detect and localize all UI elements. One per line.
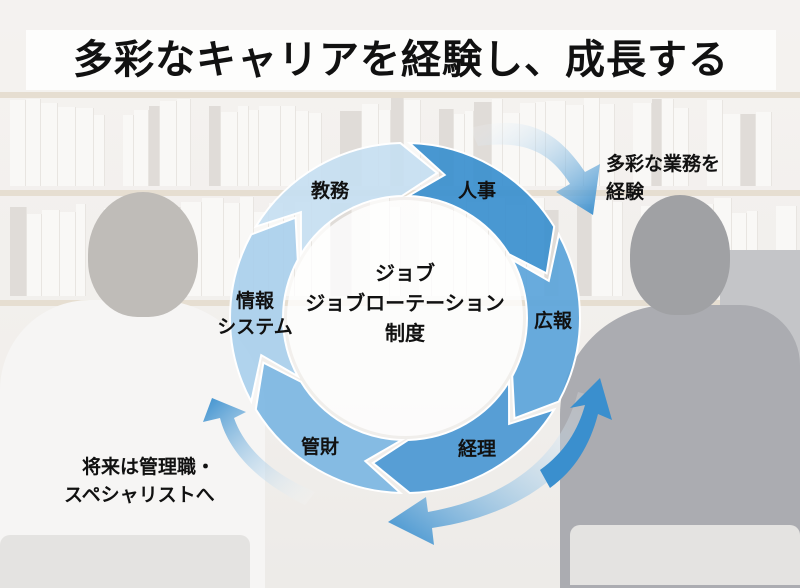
note-right: 多彩な業務を 経験 — [606, 150, 720, 206]
book — [76, 204, 86, 296]
center-line-3: 制度 — [385, 321, 425, 345]
center-line-2: ジョブローテーション — [305, 291, 505, 315]
book — [160, 101, 177, 186]
center-line-1: ジョブ — [375, 261, 435, 285]
book — [662, 99, 674, 186]
book — [454, 114, 465, 186]
note-left-line-1: 将来は管理職・ — [82, 456, 216, 478]
book — [633, 103, 652, 186]
book — [259, 106, 281, 186]
segment-label-jouhou-line-2: システム — [217, 316, 293, 338]
book — [592, 200, 613, 296]
book — [723, 114, 741, 186]
segment-label-jinji: 人事 — [457, 180, 496, 202]
segment-label-jouhou-line-1: 情報 — [235, 290, 274, 312]
segment-label-kyoumu: 教務 — [310, 180, 349, 202]
shelf-board — [0, 92, 800, 98]
segment-jinji — [404, 141, 556, 275]
book — [600, 104, 615, 186]
arrow-bottom-right — [540, 378, 612, 488]
segment-label-kouhou: 広報 — [533, 310, 572, 332]
segment-jouhou — [229, 216, 301, 405]
book — [577, 204, 592, 296]
book — [741, 114, 756, 186]
book — [249, 110, 259, 186]
book — [60, 212, 76, 296]
title-band — [26, 30, 776, 90]
segment-kyoumu — [253, 142, 439, 258]
book — [27, 214, 42, 296]
person-left-head — [88, 192, 198, 317]
book — [94, 115, 105, 186]
book — [10, 100, 26, 186]
book — [42, 210, 60, 296]
book — [26, 99, 41, 186]
book — [296, 111, 309, 186]
book — [707, 100, 723, 186]
book — [674, 108, 689, 186]
center-circle — [287, 200, 523, 436]
note-left: 将来は管理職・ スペシャリストへ — [64, 453, 215, 509]
center-label: ジョブ ジョブローテーション 制度 — [275, 258, 535, 348]
book — [756, 112, 772, 186]
segment-label-keiri: 経理 — [457, 438, 496, 460]
arrow-left — [203, 398, 315, 505]
book — [76, 108, 94, 186]
book — [149, 106, 160, 186]
book — [584, 98, 600, 186]
book — [202, 198, 224, 296]
book — [281, 106, 296, 186]
arrow-top-right — [470, 122, 600, 215]
book — [613, 202, 623, 296]
book — [465, 111, 474, 186]
book — [41, 103, 58, 186]
chair-right — [570, 525, 800, 585]
book — [221, 112, 238, 186]
segment-keiri — [371, 378, 557, 494]
book — [652, 99, 662, 186]
book — [58, 107, 76, 186]
book — [123, 115, 134, 186]
note-left-line-2: スペシャリストへ — [64, 484, 215, 506]
note-right-line-2: 経験 — [606, 181, 645, 203]
segment-label-kanzai: 管財 — [300, 436, 339, 458]
book — [209, 106, 221, 186]
chair-left — [0, 535, 250, 588]
book — [10, 207, 27, 296]
book — [238, 106, 249, 186]
segment-label-jouhou: 情報 システム — [205, 288, 305, 340]
book — [177, 99, 191, 186]
note-right-line-1: 多彩な業務を — [606, 153, 721, 175]
book — [134, 110, 149, 186]
person-right-head — [630, 195, 730, 315]
segment-kanzai — [254, 361, 406, 495]
page-title: 多彩なキャリアを経験し、成長する — [73, 37, 729, 83]
segment-kouhou — [509, 231, 581, 420]
